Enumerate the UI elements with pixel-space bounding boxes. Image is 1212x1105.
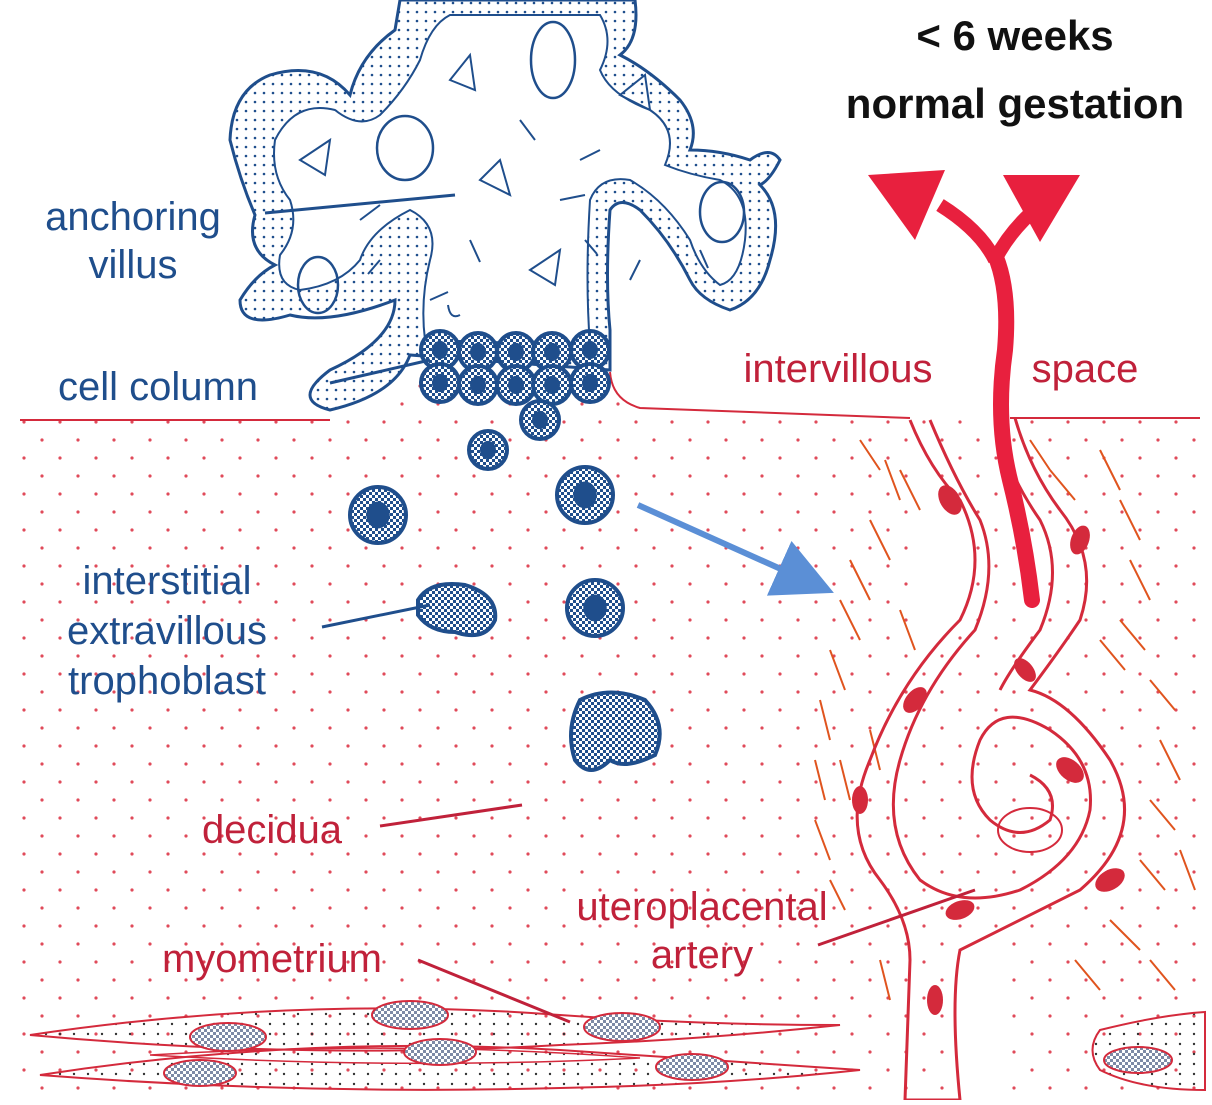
title-line-1: < 6 weeks <box>916 12 1113 59</box>
label-extravillous: extravillous <box>67 609 267 653</box>
label-interstitial: interstitial <box>83 559 252 603</box>
label-villus: villus <box>89 243 178 287</box>
trophoblast-cell <box>350 487 406 543</box>
cell-column-cell <box>571 364 609 402</box>
trophoblast-cell <box>567 580 623 636</box>
cell-column-cell <box>421 364 459 402</box>
trophoblast-cell <box>418 584 495 635</box>
label-artery: artery <box>651 933 753 977</box>
label-space: space <box>1032 347 1139 391</box>
cell-column-cell <box>521 401 559 439</box>
cell-column-cell <box>469 431 507 469</box>
label-uteroplacental: uteroplacental <box>576 885 827 929</box>
label-intervillous: intervillous <box>744 347 933 391</box>
label-trophoblast: trophoblast <box>68 659 266 703</box>
trophoblast-cell <box>557 467 613 523</box>
cell-column-cell <box>533 366 571 404</box>
label-anchoring: anchoring <box>45 195 221 239</box>
cell-column-cell <box>459 366 497 404</box>
label-myometrium: myometrium <box>162 937 382 981</box>
title-line-2: normal gestation <box>846 80 1184 127</box>
cell-column-cell <box>497 366 535 404</box>
trophoblast-cell <box>571 693 660 771</box>
label-decidua: decidua <box>202 808 343 852</box>
label-cell-column: cell column <box>58 365 258 409</box>
